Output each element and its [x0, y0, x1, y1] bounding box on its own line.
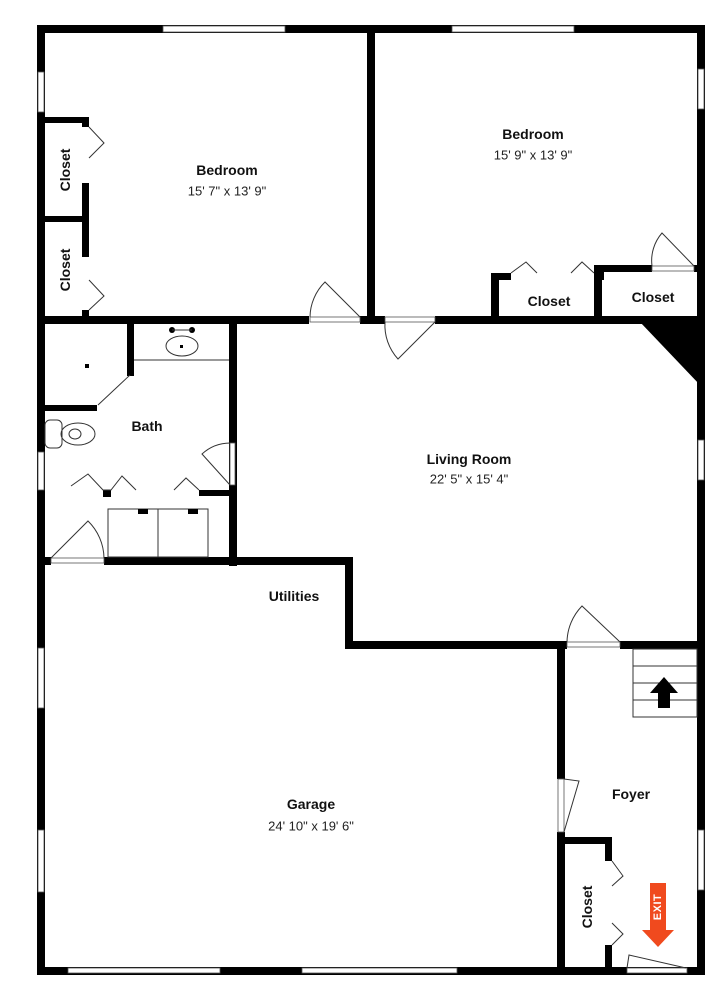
stairs — [632, 648, 698, 718]
closet-label-bed2-right: Closet — [631, 289, 675, 305]
stairs-up-arrow-icon — [650, 677, 678, 708]
room-label-bedroom-2: Bedroom — [502, 126, 564, 142]
room-label-living-room: Living Room — [426, 451, 512, 467]
closet-label-bed1-lower: Closet — [57, 248, 73, 292]
closet-label-foyer: Closet — [579, 885, 595, 929]
room-label-foyer: Foyer — [611, 786, 651, 802]
room-dimensions-bedroom-2: 15' 9" x 13' 9" — [493, 147, 573, 163]
room-dimensions-garage: 24' 10" x 19' 6" — [268, 818, 354, 834]
room-label-bath: Bath — [131, 418, 163, 434]
closet-label-bed1-upper: Closet — [57, 148, 73, 192]
exit-label: EXIT — [652, 893, 664, 921]
bath-fixtures — [44, 327, 229, 558]
room-label-garage: Garage — [286, 796, 336, 812]
interior-walls — [37, 25, 705, 975]
room-dimensions-bedroom-1: 15' 7" x 13' 9" — [187, 183, 267, 199]
room-label-bedroom-1: Bedroom — [196, 162, 258, 178]
room-label-utilities: Utilities — [268, 588, 320, 604]
exit-arrow-icon — [642, 883, 674, 947]
room-dimensions-living-room: 22' 5" x 15' 4" — [429, 471, 509, 487]
windows — [37, 25, 705, 974]
doors — [50, 126, 695, 974]
closet-label-bed2-left: Closet — [527, 293, 571, 309]
